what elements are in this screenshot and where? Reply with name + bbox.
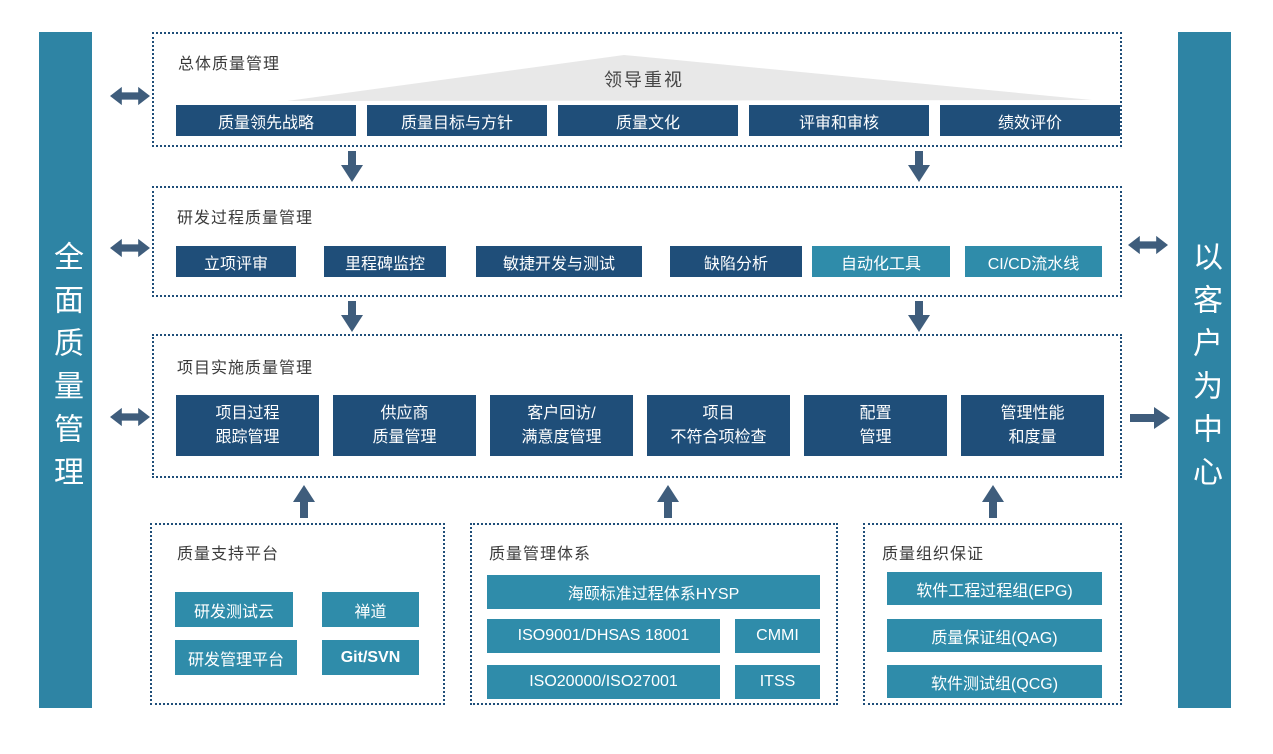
section-overall: 总体质量管理 领导重视 质量领先战略 质量目标与方针 质量文化 评审和审核 绩效… (152, 32, 1122, 147)
block-line: 项目过程 (215, 404, 280, 422)
section-org-title: 质量组织保证 (882, 546, 985, 563)
left-banner: 全面质量管理 (39, 32, 92, 708)
down-arrow-icon (340, 301, 364, 332)
block-line: 不符合项检查 (670, 428, 767, 446)
block-project-tracking: 项目过程 跟踪管理 (176, 395, 319, 456)
block-quality-culture: 质量文化 (558, 105, 738, 136)
up-arrow-icon (981, 485, 1005, 518)
block-line: 满意度管理 (521, 428, 602, 446)
block-review-audit: 评审和审核 (749, 105, 929, 136)
section-quality-system: 质量管理体系 海颐标准过程体系HYSP ISO9001/DHSAS 18001 … (470, 523, 838, 705)
block-project-approval-review: 立项评审 (176, 246, 296, 277)
block-line: 项目 (702, 404, 735, 422)
block-config-management: 配置 管理 (804, 395, 947, 456)
block-defect-analysis: 缺陷分析 (670, 246, 802, 277)
right-banner-text: 以客户为中心 (1188, 241, 1221, 499)
section-platform-title: 质量支持平台 (177, 546, 280, 563)
block-hysp: 海颐标准过程体系HYSP (487, 575, 820, 609)
block-line: 和度量 (1008, 428, 1057, 446)
left-double-arrow-icon (110, 84, 150, 108)
left-double-arrow-icon (110, 236, 150, 260)
block-line: 管理性能 (1000, 404, 1065, 422)
block-line: 客户回访/ (527, 404, 596, 422)
left-double-arrow-icon (110, 405, 150, 429)
block-qcg: 软件测试组(QCG) (887, 665, 1102, 698)
up-arrow-icon (656, 485, 680, 518)
section-system-title: 质量管理体系 (489, 546, 592, 563)
right-banner: 以客户为中心 (1178, 32, 1231, 708)
block-rd-test-cloud: 研发测试云 (175, 592, 293, 627)
right-double-arrow-icon (1128, 233, 1168, 257)
block-line: 管理 (859, 428, 892, 446)
block-zentao: 禅道 (322, 592, 419, 627)
block-line: 配置 (859, 404, 892, 422)
block-epg: 软件工程过程组(EPG) (887, 572, 1102, 605)
section-project-title: 项目实施质量管理 (177, 360, 314, 377)
block-iso20000: ISO20000/ISO27001 (487, 665, 720, 699)
block-quality-strategy: 质量领先战略 (176, 105, 356, 136)
block-quality-goals: 质量目标与方针 (367, 105, 547, 136)
leadership-banner-label: 领导重视 (604, 70, 684, 90)
section-support-platform: 质量支持平台 研发测试云 禅道 研发管理平台 Git/SVN (150, 523, 445, 705)
right-arrow-icon (1130, 407, 1170, 429)
block-cicd-pipeline: CI/CD流水线 (965, 246, 1102, 277)
block-supplier-quality: 供应商 质量管理 (333, 395, 476, 456)
block-performance-eval: 绩效评价 (940, 105, 1120, 136)
left-banner-text: 全面质量管理 (49, 241, 82, 499)
down-arrow-icon (907, 151, 931, 182)
block-nonconformance-check: 项目 不符合项检查 (647, 395, 790, 456)
section-quality-org: 质量组织保证 软件工程过程组(EPG) 质量保证组(QAG) 软件测试组(QCG… (863, 523, 1122, 705)
leadership-triangle (287, 55, 1092, 101)
section-overall-title: 总体质量管理 (178, 56, 281, 73)
block-itss: ITSS (735, 665, 820, 699)
block-rd-mgmt-platform: 研发管理平台 (175, 640, 297, 675)
block-milestone-monitor: 里程碑监控 (324, 246, 446, 277)
block-iso9001: ISO9001/DHSAS 18001 (487, 619, 720, 653)
block-qag: 质量保证组(QAG) (887, 619, 1102, 652)
down-arrow-icon (340, 151, 364, 182)
block-customer-satisfaction: 客户回访/ 满意度管理 (490, 395, 633, 456)
block-agile-dev-test: 敏捷开发与测试 (476, 246, 642, 277)
section-rd-process: 研发过程质量管理 立项评审 里程碑监控 敏捷开发与测试 缺陷分析 自动化工具 C… (152, 186, 1122, 297)
block-cmmi: CMMI (735, 619, 820, 653)
down-arrow-icon (907, 301, 931, 332)
up-arrow-icon (292, 485, 316, 518)
section-project-impl: 项目实施质量管理 项目过程 跟踪管理 供应商 质量管理 客户回访/ 满意度管理 … (152, 334, 1122, 478)
block-git-svn: Git/SVN (322, 640, 419, 675)
block-line: 供应商 (380, 404, 429, 422)
block-line: 质量管理 (372, 428, 437, 446)
block-performance-measure: 管理性能 和度量 (961, 395, 1104, 456)
block-line: 跟踪管理 (215, 428, 280, 446)
block-automation-tools: 自动化工具 (812, 246, 950, 277)
section-rd-title: 研发过程质量管理 (177, 210, 314, 227)
